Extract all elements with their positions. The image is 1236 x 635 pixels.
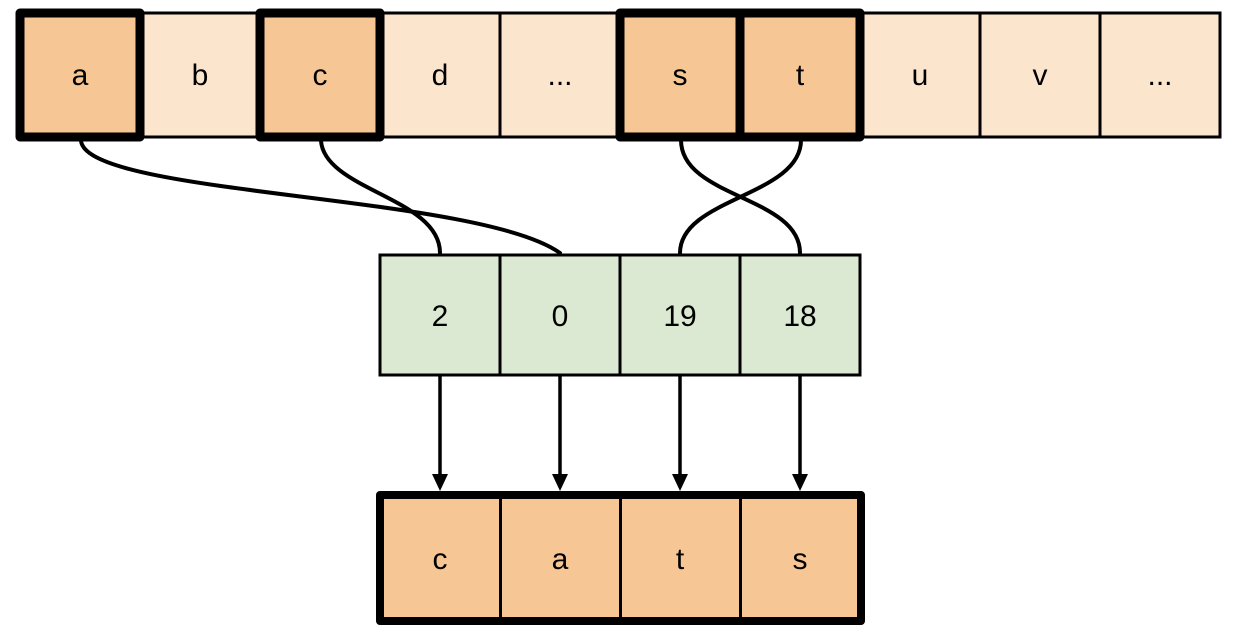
alphabet-label-b: b [192,59,209,92]
output-label-t: t [676,543,685,576]
output-label-a: a [552,543,569,576]
letter-to-index-connectors [79,138,803,255]
index-cell-2 [378,253,502,377]
alphabet-cell-c-highlighted [255,8,385,142]
alphabet-label-ellipsis-right: ... [1147,59,1172,92]
index-cell-18 [738,253,862,377]
alphabet-label-c: c [313,59,328,92]
output-cell-s [739,493,863,623]
alphabet-label-s: s [673,59,688,92]
arrow-head-2 [552,474,568,491]
index-value-18: 18 [783,300,816,333]
alphabet-cell-t-highlighted [735,8,865,142]
alphabet-label-t: t [796,59,805,92]
index-to-output-arrows [432,376,808,491]
index-cell-19 [618,253,742,377]
output-cell-t [619,493,742,623]
alphabet-label-ellipsis-left: ... [547,59,572,92]
alphabet-label-a: a [72,59,89,92]
connector-a-to-0 [79,139,562,255]
alphabet-label-u: u [912,59,929,92]
alphabet-cell-s-highlighted [615,8,745,142]
index-value-2: 2 [432,300,449,333]
arrow-head-3 [672,474,688,491]
index-array: 2 0 19 18 [378,253,862,377]
alphabet-label-v: v [1033,59,1048,92]
alphabet-cell-ellipsis-right [1098,11,1222,139]
alphabet-label-d: d [432,59,449,92]
output-array: c a t s [376,491,865,625]
connector-c-to-2 [319,139,442,255]
output-cell-a [499,493,622,623]
alphabet-cell-a-highlighted [15,8,145,142]
index-value-0: 0 [552,300,569,333]
output-label-c: c [433,543,448,576]
arrow-head-4 [792,474,808,491]
alphabet-array: a b c d ... s t u v ... [15,8,1222,142]
alphabet-cell-ellipsis-left [498,11,622,139]
alphabet-cell-d [378,11,502,139]
output-array-frame [376,491,865,625]
index-value-19: 19 [663,300,696,333]
arrow-head-1 [432,474,448,491]
output-label-s: s [793,543,808,576]
alphabet-cell-v [978,11,1102,139]
connector-t-to-19 [678,138,803,255]
